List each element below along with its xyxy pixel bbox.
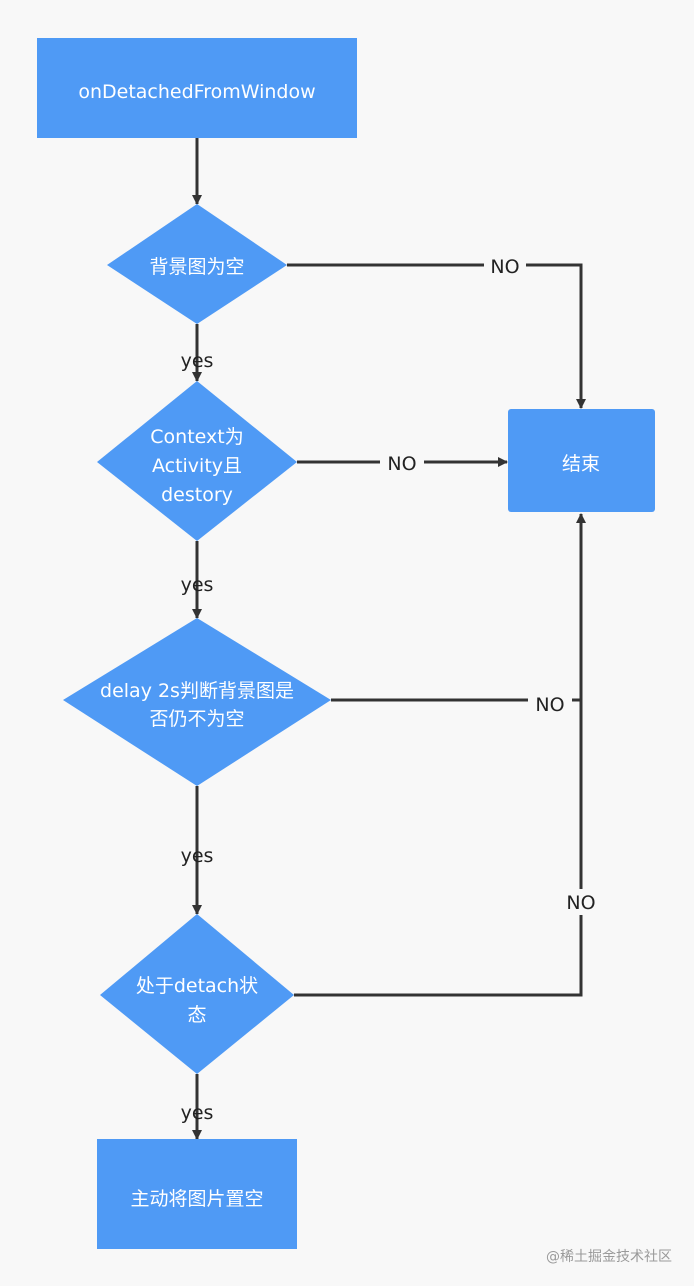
edge-bg-null-no-to-end [287,263,586,409]
edge-label-no: NO [387,453,416,475]
watermark: @稀土掘金技术社区 [546,1249,672,1265]
clear-background-node-label: 主动将图片置空 [130,1188,263,1210]
delay-check-decision-label: delay 2s判断背景图是 [100,680,294,702]
edge-label-yes: yes [181,574,214,596]
edge-label-yes: yes [181,350,214,372]
context-decision-label: Context为 [150,426,243,448]
edge-label-yes: yes [181,845,214,867]
bg-null-decision: 背景图为空 [107,204,287,324]
context-decision: Context为 Activity且 destory [97,381,297,541]
end-node-label: 结束 [562,453,600,475]
start-node-label: onDetachedFromWindow [78,81,315,103]
end-node: 结束 [508,409,655,512]
context-decision-label: destory [161,484,233,506]
detach-state-decision-label: 态 [187,1004,206,1026]
context-decision-label: Activity且 [152,455,242,477]
delay-check-decision: delay 2s判断背景图是 否仍不为空 [63,618,331,786]
detach-state-decision-label: 处于detach状 [136,975,258,997]
detach-state-decision: 处于detach状 态 [100,914,294,1074]
edge-label-no: NO [490,256,519,278]
bg-null-decision-label: 背景图为空 [149,256,244,278]
delay-check-decision-label: 否仍不为空 [149,708,244,730]
edge-label-yes: yes [181,1102,214,1124]
start-node: onDetachedFromWindow [37,38,357,138]
edge-label-no: NO [566,892,595,914]
clear-background-node: 主动将图片置空 [97,1139,297,1249]
edge-detach-no-to-end [294,513,586,997]
edge-label-no: NO [535,694,564,716]
